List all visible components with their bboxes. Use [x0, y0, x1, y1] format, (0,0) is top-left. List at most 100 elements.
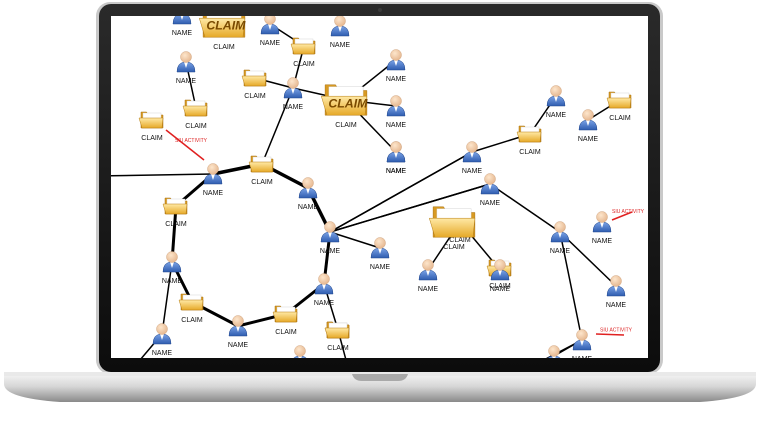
person-icon-n17[interactable]: NAME — [152, 323, 173, 358]
claim-folder-icon-c17[interactable] — [324, 321, 350, 339]
node-label: CLAIM — [489, 283, 511, 290]
node-label: NAME — [298, 204, 319, 211]
node-label: NAME — [386, 168, 407, 175]
person-icon-n4[interactable]: NAME — [283, 77, 304, 112]
person-icon-n23[interactable]: NAME — [592, 211, 613, 246]
node-label: NAME — [606, 302, 627, 309]
claim-folder-icon-c9[interactable]: CLAIM — [178, 293, 204, 324]
node-label: NAME — [176, 78, 197, 85]
node-label: NAME — [418, 286, 439, 293]
node-label: NAME — [162, 278, 183, 285]
person-icon-n18[interactable]: NAME — [462, 141, 483, 176]
edge-line — [261, 87, 294, 165]
siu-link — [165, 129, 205, 161]
node-label: NAME — [314, 300, 335, 307]
node-label: NAME — [152, 350, 173, 357]
claim-folder-icon-c1[interactable]: CLAIM CLAIM — [198, 7, 246, 51]
person-icon-n7[interactable]: NAME — [386, 95, 407, 130]
laptop-base — [4, 374, 756, 402]
node-label: NAME — [462, 168, 483, 175]
node-label: NAME — [320, 248, 341, 255]
person-icon-n20[interactable]: NAME — [370, 237, 391, 272]
node-label: CLAIM — [293, 61, 315, 68]
node-label: NAME — [386, 122, 407, 129]
node-label: NAME — [283, 104, 304, 111]
node-label: NAME — [592, 238, 613, 245]
claim-folder-icon-c12[interactable]: CLAIM — [516, 125, 542, 156]
person-icon-n12[interactable]: NAME — [298, 177, 319, 212]
siu-label: SIU ACTIVITY — [600, 328, 633, 334]
node-label: CLAIM — [251, 179, 273, 186]
node-label: CLAIM — [213, 44, 235, 51]
node-label: NAME — [546, 112, 567, 119]
person-icon-n3[interactable]: NAME — [330, 16, 351, 50]
person-icon-n24[interactable]: NAME — [418, 259, 439, 294]
person-icon-n11[interactable]: NAME — [203, 163, 224, 198]
claim-folder-icon-c5[interactable]: CLAIM — [182, 99, 208, 130]
edge-line — [489, 183, 561, 233]
claim-folder-icon-c13[interactable]: CLAIM — [606, 91, 632, 122]
node-label: CLAIM — [185, 123, 207, 130]
claim-folder-icon-c2[interactable]: CLAIM — [290, 37, 316, 68]
person-icon-n10[interactable]: NAME — [546, 85, 567, 120]
person-icon-n6[interactable]: NAME — [386, 49, 407, 84]
person-icon-n16[interactable]: NAME — [314, 273, 335, 308]
person-icon-n28[interactable] — [291, 345, 309, 367]
person-icon-n1[interactable]: NAME — [172, 4, 193, 38]
node-label: NAME — [370, 264, 391, 271]
node-label: CLAIM — [519, 149, 541, 156]
edge-line — [329, 151, 473, 233]
node-label: NAME — [550, 248, 571, 255]
person-icon-n25[interactable]: NAME — [490, 259, 511, 294]
node-label: NAME — [228, 342, 249, 349]
node-label: NAME — [490, 286, 511, 293]
siu-link — [611, 211, 633, 221]
node-label: CLAIM — [181, 317, 203, 324]
node-label: CLAIM — [443, 244, 465, 251]
person-icon-n27[interactable]: NAME — [572, 329, 593, 364]
node-label: CLAIM — [335, 122, 357, 129]
node-label: CLAIM — [275, 329, 297, 336]
node-label: NAME — [386, 76, 407, 83]
claim-folder-icon-c3[interactable]: CLAIM — [241, 69, 267, 100]
siu-link — [595, 333, 625, 336]
camera-icon — [378, 8, 382, 12]
node-label: CLAIM — [244, 93, 266, 100]
folder-text: CLAIM — [328, 97, 368, 111]
node-label: NAME — [386, 168, 407, 175]
person-icon-n22[interactable]: NAME — [550, 221, 571, 256]
siu-label: SIU ACTIVITY — [175, 138, 208, 144]
person-icon-n29[interactable] — [545, 345, 563, 367]
folder-text: CLAIM — [206, 19, 246, 33]
node-label: NAME — [480, 200, 501, 207]
node-label: CLAIM — [141, 135, 163, 142]
person-icon-n9[interactable]: NAME — [386, 141, 407, 176]
person-icon-n5[interactable]: NAME — [176, 51, 197, 86]
claim-folder-icon-c6[interactable]: CLAIM — [138, 111, 164, 142]
person-icon-n2[interactable]: NAME — [260, 14, 281, 48]
person-icon-n13[interactable]: NAME — [162, 251, 183, 286]
node-label: CLAIM — [327, 345, 349, 352]
node-label: NAME — [260, 40, 281, 47]
claim-folder-icon-c4[interactable]: CLAIM CLAIM — [320, 84, 368, 129]
edge-line — [329, 183, 491, 233]
claim-folder-icon-c10[interactable]: CLAIM — [272, 305, 298, 336]
node-label: NAME — [330, 42, 351, 49]
person-icon-n19[interactable]: NAME — [480, 173, 501, 208]
person-icon-n26[interactable]: NAME — [606, 275, 627, 310]
edge-line — [559, 231, 617, 287]
node-label: CLAIM — [449, 237, 471, 244]
person-icon-n14[interactable]: NAME — [320, 221, 341, 256]
person-icon-n15[interactable]: NAME — [228, 315, 249, 350]
node-label: CLAIM — [165, 221, 187, 228]
claim-folder-icon-c7[interactable]: CLAIM — [248, 155, 274, 186]
claim-folder-icon-c8[interactable]: CLAIM — [162, 197, 188, 228]
edge-line — [329, 231, 381, 249]
claim-folder-icon-c15[interactable]: CLAIM — [428, 206, 476, 251]
edge-line — [111, 173, 214, 177]
edge-line — [559, 231, 583, 341]
node-label: NAME — [572, 356, 593, 363]
person-icon-n21[interactable]: NAME — [578, 109, 599, 144]
